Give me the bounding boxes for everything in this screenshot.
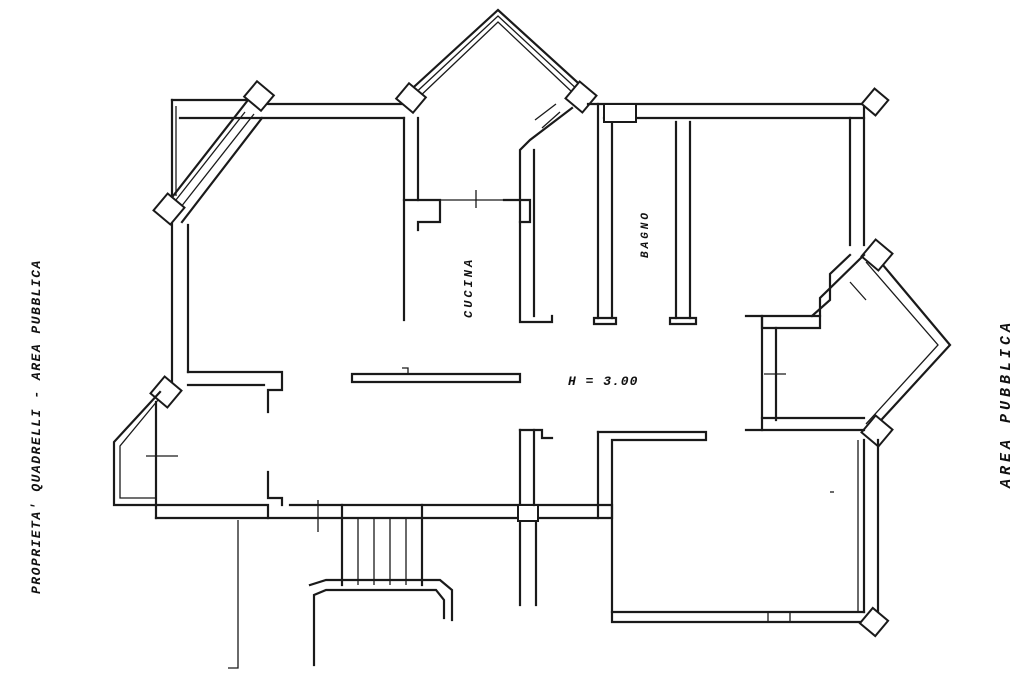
- room-label-kitchen: CUCINA: [462, 257, 476, 318]
- room-label-bathroom: BAGNO: [640, 210, 652, 258]
- ceiling-height-label: H = 3.00: [568, 374, 638, 389]
- lower-right-room: [596, 430, 890, 638]
- bathroom-and-right-rooms: [586, 87, 952, 448]
- left-margin-label: PROPRIETA' QUADRELLI - AREA PUBBLICA: [29, 259, 44, 594]
- right-margin-label: AREA PUBBLICA: [998, 319, 1015, 489]
- top-bay: [394, 8, 598, 324]
- central-walls: [350, 367, 554, 507]
- outer-walls: [112, 79, 614, 669]
